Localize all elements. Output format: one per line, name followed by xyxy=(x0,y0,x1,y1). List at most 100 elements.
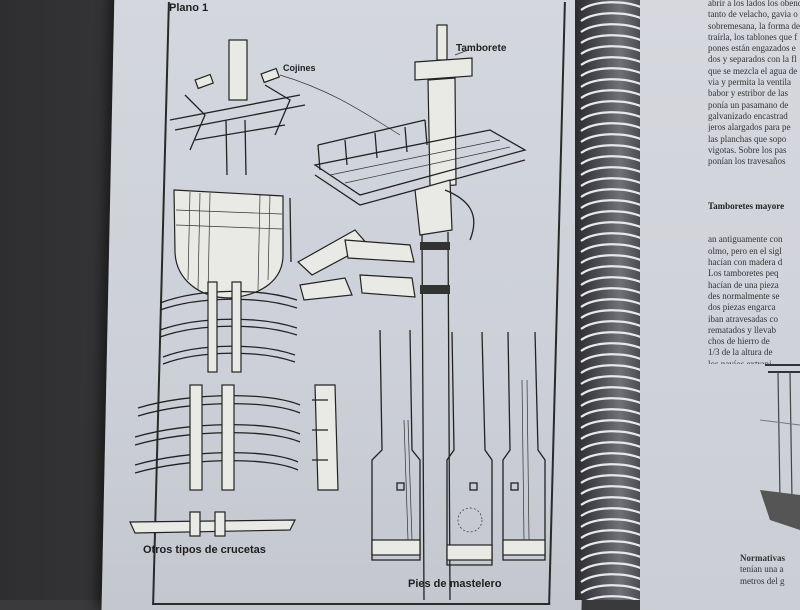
spiral-coil xyxy=(580,210,644,220)
spiral-coil xyxy=(580,353,644,363)
spiral-coil xyxy=(580,496,644,506)
spiral-coil xyxy=(580,199,644,209)
right-page-top-line: abrir a los lados los obenq xyxy=(708,0,800,8)
right-page-section-line: chos de hierro de xyxy=(708,336,770,347)
spiral-coil xyxy=(580,133,644,143)
spiral-coil xyxy=(580,56,644,66)
spiral-coil xyxy=(580,122,644,132)
right-page-section-line: iban atravesadas co xyxy=(708,313,778,324)
spiral-coil xyxy=(580,276,644,286)
spiral-coil xyxy=(580,430,644,440)
spiral-coil xyxy=(580,188,644,198)
spiral-coil xyxy=(580,89,644,99)
right-page-heading: Tamboretes mayore xyxy=(708,200,785,211)
right-page-section-line: olmo, pero en el sigl xyxy=(708,245,782,256)
spiral-coil xyxy=(580,551,644,561)
spiral-coil xyxy=(580,12,644,22)
spiral-coil xyxy=(580,45,644,55)
crosstrees-lower-drawing xyxy=(134,384,339,491)
label-cojines: Cojines xyxy=(283,63,316,73)
right-page-bottom-line: tenían una a xyxy=(740,564,784,575)
flat-crosstree-drawing xyxy=(129,511,296,537)
right-page-section-line: hacían de una pieza xyxy=(708,279,779,290)
right-page-section-line: Los tamboretes peq xyxy=(708,268,779,279)
spiral-coil xyxy=(580,408,644,418)
spiral-coil xyxy=(580,518,644,528)
timber-pieces-drawing xyxy=(296,229,416,301)
right-page-top-line: galvanizado encastrad xyxy=(708,110,788,121)
spiral-coil xyxy=(580,309,644,319)
label-tamborete: Tamborete xyxy=(456,43,507,54)
right-page-section-line: des normalmente se xyxy=(708,290,780,301)
spiral-coils xyxy=(580,1,644,605)
top-platform-drawing xyxy=(313,24,527,600)
spiral-coil xyxy=(580,364,644,374)
spiral-coil xyxy=(580,1,644,11)
right-page-top-line: dos y separados con la fl xyxy=(708,54,797,65)
spiral-coil xyxy=(580,243,644,253)
spiral-coil xyxy=(580,166,644,176)
spiral-coil xyxy=(580,342,644,352)
right-page-section-line: hacían con madera d xyxy=(708,257,783,268)
spiral-coil xyxy=(580,67,644,77)
spiral-coil xyxy=(580,474,644,484)
right-page-top-line: traírla, los tablones que f xyxy=(708,31,798,42)
spiral-coil xyxy=(580,100,644,110)
crosstree-assembly-drawing xyxy=(169,39,401,176)
spiral-coil xyxy=(580,287,644,297)
spiral-coil xyxy=(580,144,644,154)
right-page-top-line: que se mezcla el agua de xyxy=(708,65,798,76)
spiral-coil xyxy=(580,419,644,429)
right-page-section-line: 1/3 de la altura de xyxy=(708,347,773,358)
spiral-coil xyxy=(580,221,644,231)
spiral-coil xyxy=(580,584,644,594)
spiral-coil xyxy=(580,452,644,462)
spiral-coil xyxy=(580,254,644,264)
spiral-coil xyxy=(580,485,644,495)
right-page-top-line: jeros alargados para pe xyxy=(708,122,791,133)
right-page-section-line: dos piezas engarca xyxy=(708,302,776,313)
right-page-top-line: pones están engazados e xyxy=(708,43,796,54)
right-page-top-line: babor y estribor de las xyxy=(708,88,788,99)
spiral-coil xyxy=(580,529,644,539)
right-page-bottom-line: metros del g xyxy=(740,575,785,586)
spiral-coil xyxy=(580,155,644,165)
spiral-coil xyxy=(580,540,644,550)
spiral-coil xyxy=(580,386,644,396)
spiral-coil xyxy=(580,397,644,407)
spiral-coil xyxy=(580,111,644,121)
spiral-coil xyxy=(580,463,644,473)
right-page-top-line: ponía un pasamano de xyxy=(708,99,789,110)
spiral-coil xyxy=(580,265,644,275)
spiral-coil xyxy=(580,177,644,187)
spiral-coil xyxy=(580,507,644,517)
crosstrees-upper-drawing xyxy=(159,281,298,373)
spiral-binding xyxy=(575,0,650,605)
spiral-coil xyxy=(580,78,644,88)
spiral-coil xyxy=(580,331,644,341)
spiral-coil xyxy=(580,441,644,451)
right-page-section-line: an antiguamente con xyxy=(708,234,783,245)
right-page-bottom-line: Normativas xyxy=(740,553,785,563)
label-crucetas: Otros tipos de crucetas xyxy=(143,544,266,556)
spiral-coil xyxy=(580,562,644,572)
right-page-top-line: ponían los travesaños xyxy=(708,156,786,167)
spiral-coil xyxy=(580,23,644,33)
spiral-coil xyxy=(580,320,644,330)
right-page-top-line: sobremesana, la forma de xyxy=(708,20,800,31)
plan-label: Plano 1 xyxy=(169,2,209,14)
spiral-coil xyxy=(580,232,644,242)
right-page-section-line: rematados y llevab xyxy=(708,324,776,335)
spiral-coil xyxy=(580,298,644,308)
spiral-coil xyxy=(580,34,644,44)
label-pies-mastelero: Pies de mastelero xyxy=(408,578,502,590)
spiral-coil xyxy=(580,375,644,385)
right-page-top-line: las planchas que sopo xyxy=(708,133,787,144)
